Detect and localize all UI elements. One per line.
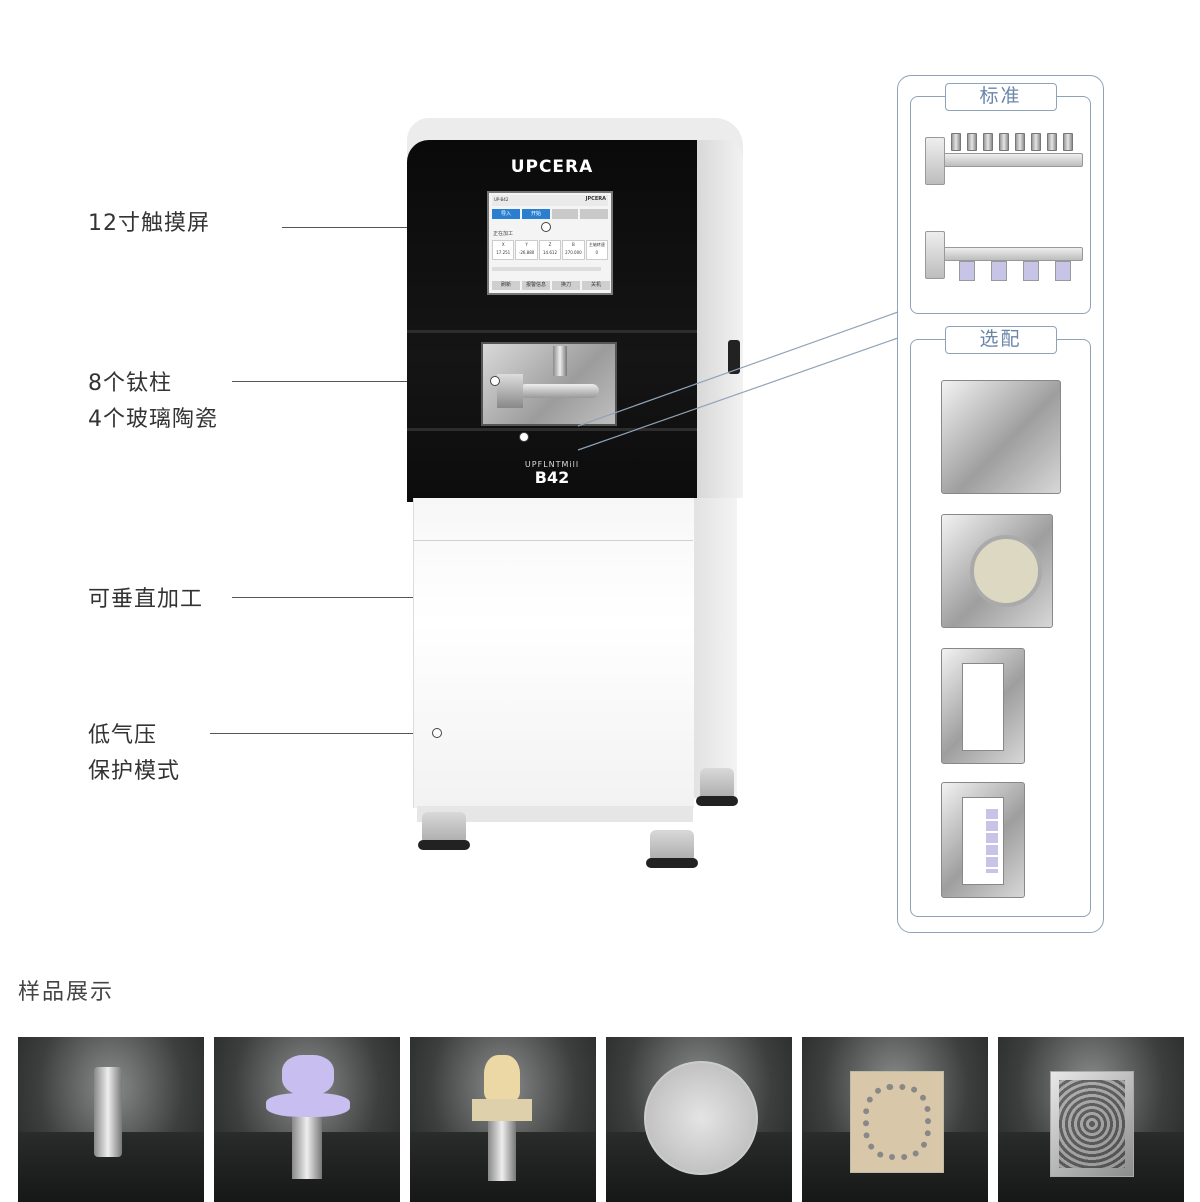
leader-vertical (232, 597, 524, 598)
titanium-post (967, 133, 977, 151)
glass-ceramic-block (991, 261, 1007, 281)
fixture-arm (519, 384, 599, 398)
post-holder-window (962, 663, 1004, 751)
wheel-back-right (696, 768, 738, 806)
screen-progress (492, 267, 601, 271)
leader-pressure (210, 733, 432, 734)
front-divider-2 (407, 428, 697, 431)
screen-import-button[interactable]: 导入 (492, 209, 520, 219)
screen-header-left: UP-B42 (494, 197, 509, 202)
feature-pressure-line2: 保护模式 (88, 759, 181, 784)
titanium-post (1015, 133, 1025, 151)
feature-vertical: 可垂直加工 (88, 587, 204, 612)
fixture-panel: 标准 选配 (897, 75, 1104, 933)
titanium-post (999, 133, 1009, 151)
feature-touchscreen: 12寸触摸屏 (88, 211, 210, 236)
block-holder-blocks (986, 809, 998, 873)
glass-ceramic-block (1023, 261, 1039, 281)
feature-posts-line1: 8个钛柱 (88, 371, 172, 396)
marker-pressure (432, 728, 442, 738)
sample-metal-frame-block[interactable] (998, 1037, 1184, 1202)
zirconia-disc (970, 535, 1042, 607)
optional-block-holder (941, 782, 1025, 898)
sample-titanium-abutment[interactable] (18, 1037, 204, 1202)
abutment-shape (94, 1067, 122, 1157)
optional-label: 选配 (944, 326, 1057, 354)
model-name: B42 (534, 468, 570, 487)
standard-fixture-2-mount (925, 231, 945, 279)
leader-posts (232, 381, 495, 382)
sample-milled-block[interactable] (802, 1037, 988, 1202)
titanium-post (951, 133, 961, 151)
screen-section-title: 正在加工 (493, 231, 514, 237)
standard-label: 标准 (944, 83, 1057, 111)
pink-crown (282, 1055, 334, 1095)
screen-tab-4[interactable] (580, 209, 608, 219)
screen-toolchange-button[interactable]: 换刀 (552, 281, 580, 290)
titanium-post (1047, 133, 1057, 151)
titanium-post (983, 133, 993, 151)
pink-base (266, 1093, 350, 1117)
ceramic-crown (484, 1055, 520, 1101)
screen-alarm-button[interactable]: 报警信息 (522, 281, 550, 290)
optional-plate-holder (941, 380, 1061, 494)
marker-posts (490, 376, 500, 386)
standard-fixture-2 (925, 247, 1083, 261)
titanium-post (1063, 133, 1073, 151)
panel-connector-lines (577, 311, 899, 451)
side-handle (728, 340, 740, 374)
screen-start-button[interactable]: 开始 (522, 209, 550, 219)
standard-box: 标准 (910, 83, 1091, 314)
milled-block (850, 1071, 944, 1173)
optional-disc-holder (941, 514, 1053, 628)
door-seam (413, 540, 693, 541)
metal-frame-block (1050, 1071, 1134, 1177)
wheel-front-right (646, 830, 698, 868)
lower-cabinet-side (693, 498, 737, 798)
milling-window (481, 342, 617, 426)
pink-stem (292, 1117, 322, 1179)
optional-box: 选配 (910, 326, 1091, 917)
model-line: UPFLNTMill (524, 460, 580, 469)
glass-ceramic-block (959, 261, 975, 281)
optional-post-holder (941, 648, 1025, 764)
sample-pink-abutment[interactable] (214, 1037, 400, 1202)
titanium-post (1031, 133, 1041, 151)
axis-y: Y-26.880 (515, 240, 538, 260)
feature-pressure-line1: 低气压 (88, 723, 158, 748)
cabinet-side (697, 140, 743, 498)
ceramic-base (472, 1099, 532, 1121)
sample-ceramic-abutment[interactable] (410, 1037, 596, 1202)
spindle (553, 346, 567, 376)
samples-title: 样品展示 (18, 980, 115, 1005)
standard-fixture-1 (925, 153, 1083, 167)
screen-shutdown-button[interactable]: 关机 (582, 281, 610, 290)
posts-holder (497, 374, 523, 408)
screen-header-right: JPCERA (585, 196, 606, 202)
milled-disc (644, 1061, 758, 1175)
wheel-front-left (418, 812, 470, 850)
cabinet-base (417, 806, 693, 822)
brand-logo: UPCERA (510, 157, 594, 177)
front-divider (407, 330, 697, 333)
screen-tab-3[interactable] (552, 209, 578, 219)
ceramic-stem (488, 1121, 516, 1181)
screen-refresh-button[interactable]: 刷新 (492, 281, 520, 290)
sample-milled-disc[interactable] (606, 1037, 792, 1202)
marker-touchscreen (541, 222, 551, 232)
marker-vertical (519, 432, 529, 442)
standard-fixture-1-mount (925, 137, 945, 185)
feature-posts-line2: 4个玻璃陶瓷 (88, 407, 218, 432)
lower-cabinet (413, 498, 694, 808)
glass-ceramic-block (1055, 261, 1071, 281)
